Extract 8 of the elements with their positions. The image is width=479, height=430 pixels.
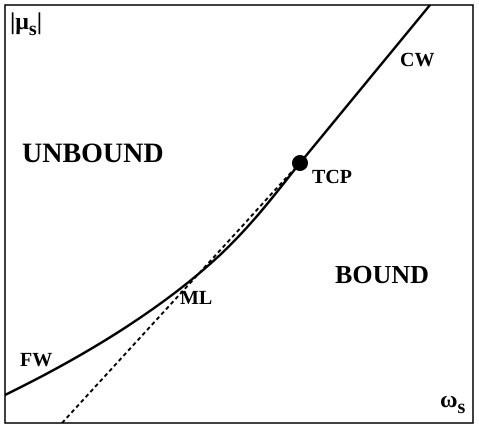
region-label: BOUND xyxy=(335,262,429,288)
point-label: TCP xyxy=(312,167,352,187)
region-label: UNBOUND xyxy=(22,140,164,168)
line-label: ML xyxy=(180,288,212,308)
curve-label: FW xyxy=(20,350,52,370)
axis-label: |μ$_{s}$| xyxy=(10,10,42,39)
axis-label: ω$_{s}$ xyxy=(440,388,466,417)
curve-label: CW xyxy=(400,50,434,70)
